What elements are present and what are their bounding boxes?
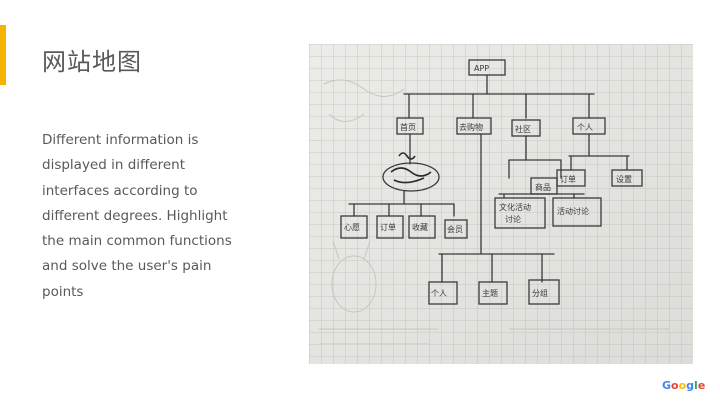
svg-text:主题: 主题 [482, 288, 498, 298]
svg-text:设置: 设置 [616, 174, 632, 184]
svg-text:商品: 商品 [535, 182, 551, 192]
google-logo: Google [662, 379, 706, 392]
svg-text:去购物: 去购物 [459, 122, 483, 132]
svg-text:分组: 分组 [532, 288, 548, 298]
svg-text:社区: 社区 [515, 124, 531, 134]
svg-text:心愿: 心愿 [344, 223, 360, 232]
svg-text:订单: 订单 [560, 174, 576, 184]
sitemap-sketch-photo: APP 首页 去购物 社区 个人 订单 设置 商品 文化活动 讨论 活动讨论 心… [309, 44, 693, 364]
slide-title: 网站地图 [42, 48, 142, 76]
svg-text:个人: 个人 [577, 123, 593, 132]
svg-text:个人: 个人 [431, 289, 447, 298]
svg-text:活动讨论: 活动讨论 [557, 206, 589, 216]
svg-text:订单: 订单 [380, 222, 396, 232]
accent-bar [0, 25, 6, 85]
svg-text:讨论: 讨论 [505, 214, 521, 224]
svg-text:收藏: 收藏 [412, 222, 428, 232]
svg-text:首页: 首页 [400, 122, 416, 132]
slide-body-text: Different information is displayed in di… [42, 132, 232, 300]
sketch-root-label: APP [474, 64, 489, 73]
svg-text:会员: 会员 [447, 224, 463, 234]
svg-text:文化活动: 文化活动 [499, 202, 531, 212]
